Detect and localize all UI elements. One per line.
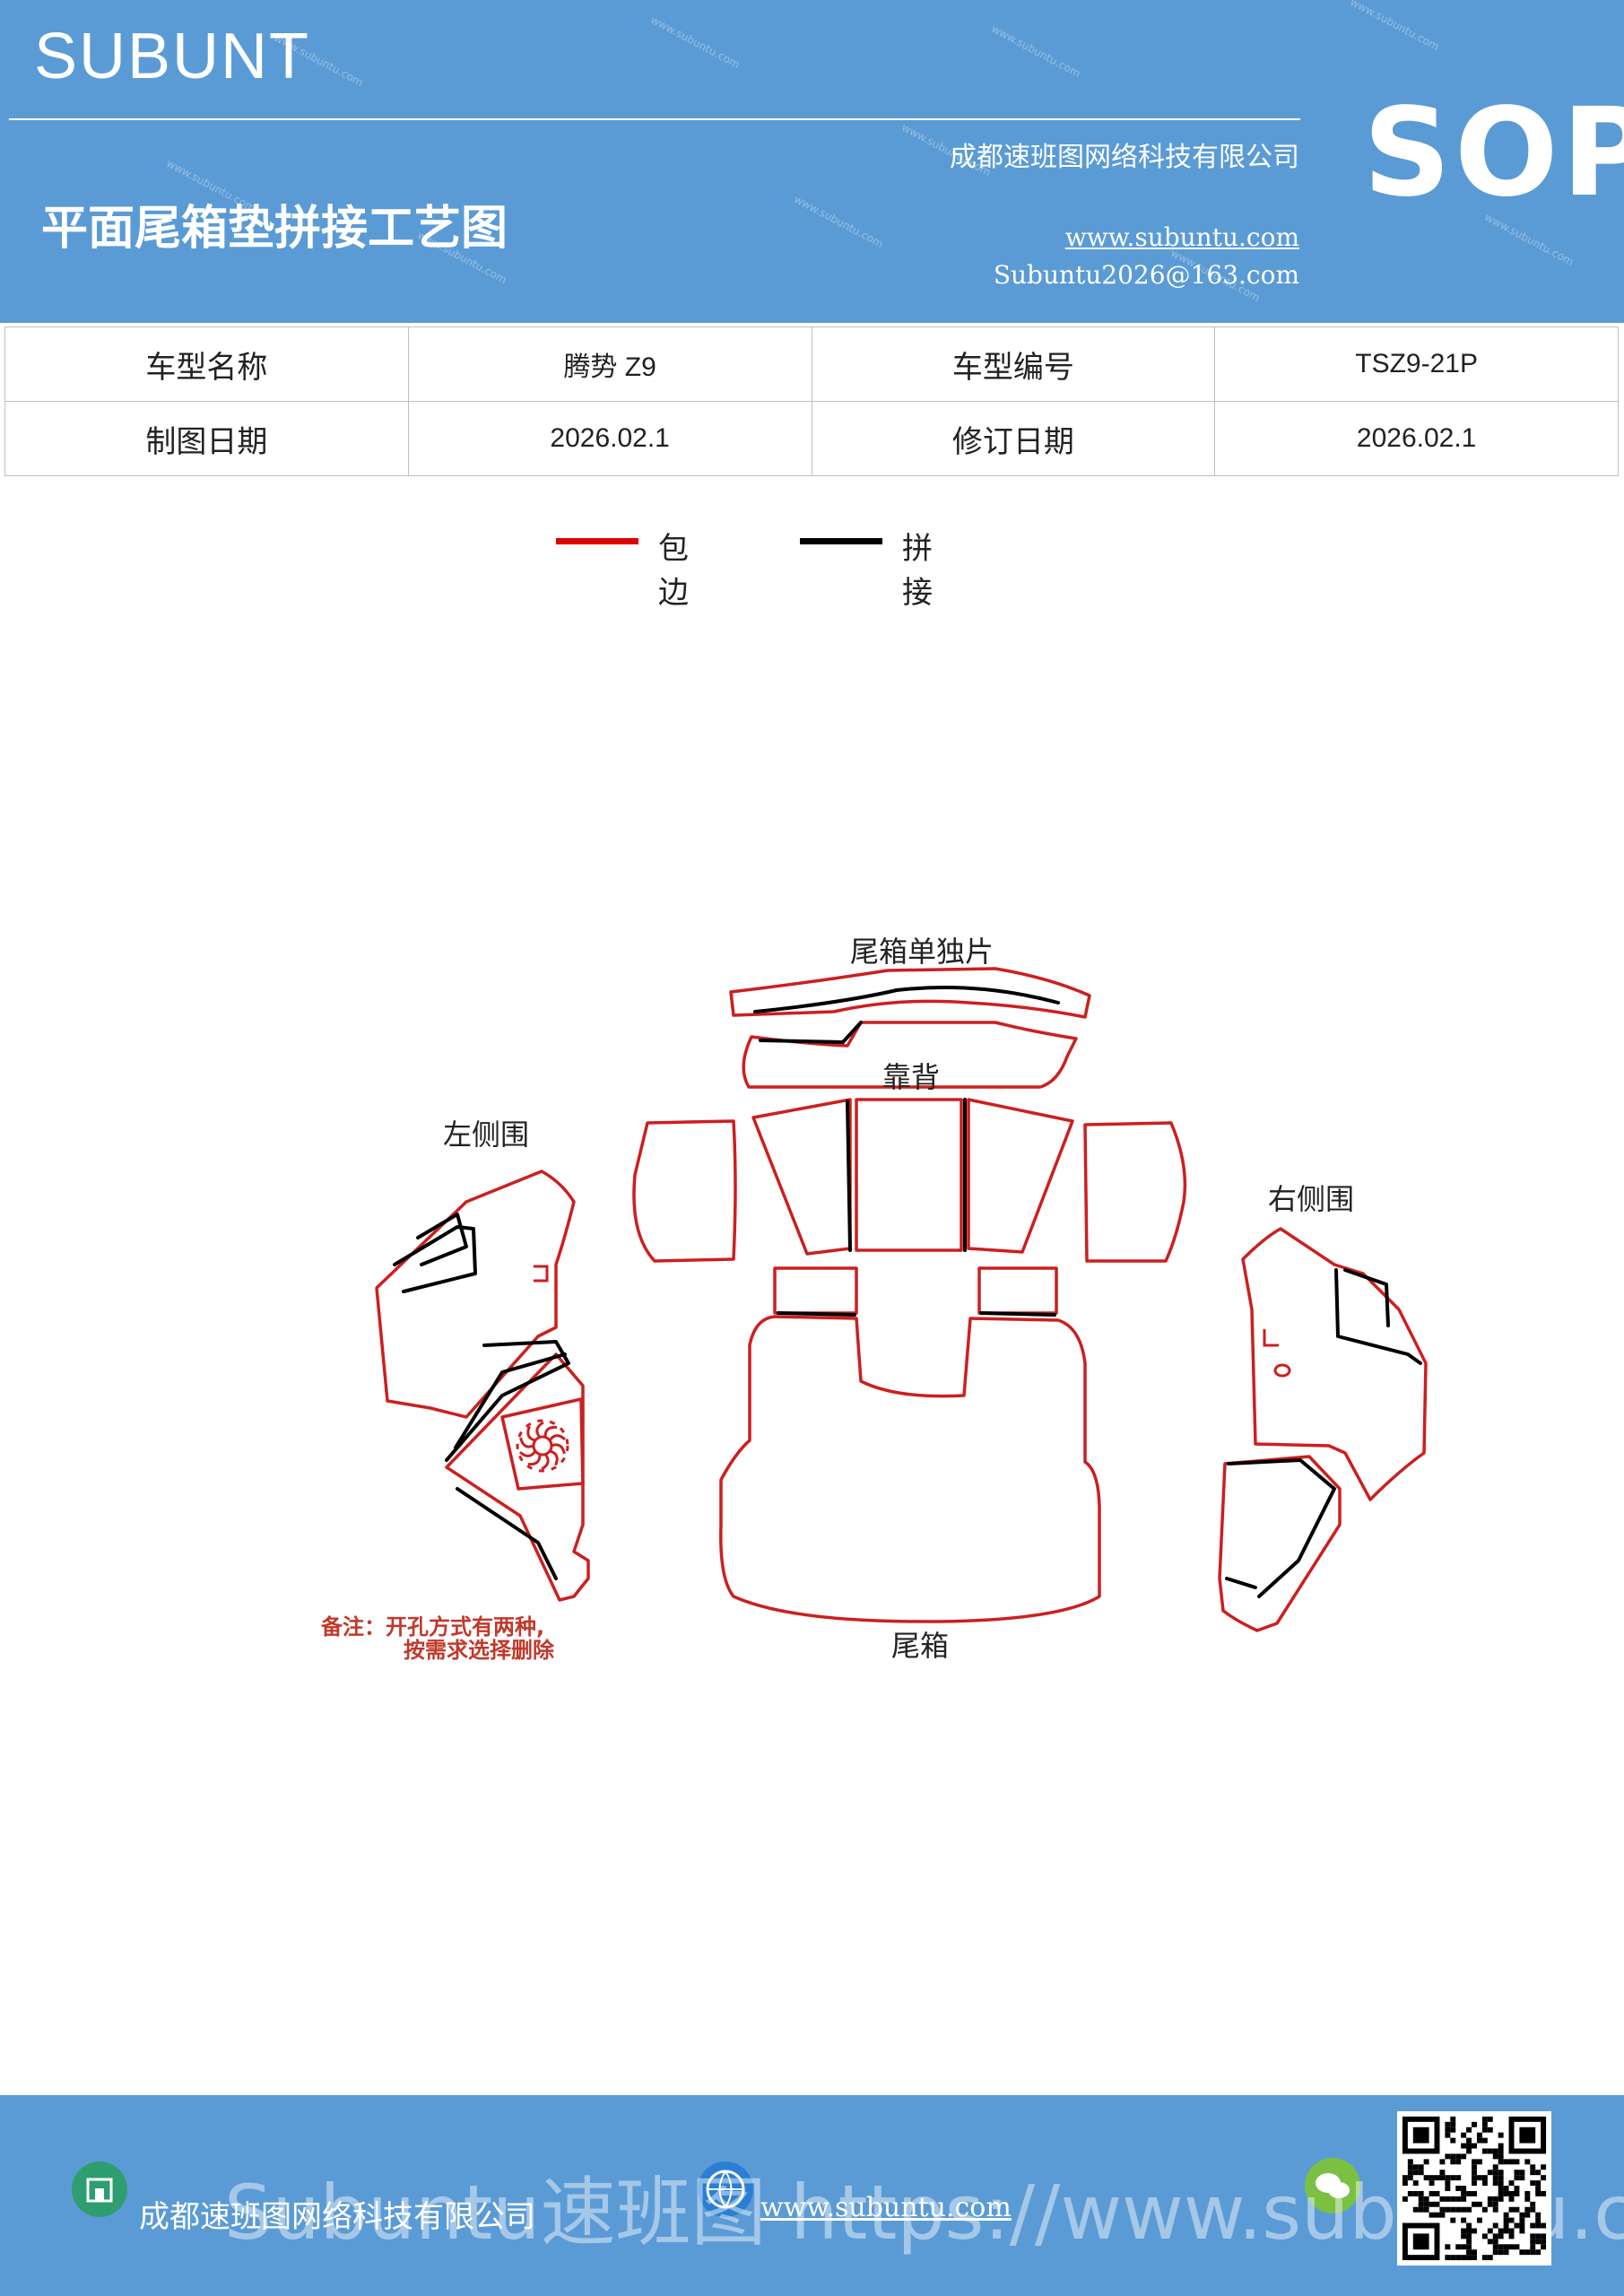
fan-blade <box>541 1453 550 1471</box>
website-link[interactable]: www.subuntu.com <box>1064 222 1299 252</box>
label-backrest: 靠背 <box>882 1060 940 1094</box>
seam-right-a <box>1334 1268 1422 1365</box>
fan-blade <box>526 1425 536 1442</box>
seam-right-d <box>1225 1577 1257 1589</box>
note-line-1: 备注：开孔方式有两种, <box>320 1614 544 1639</box>
seam-left-b <box>416 1213 468 1266</box>
backrest-right <box>967 1098 1074 1254</box>
left-fan-panel <box>500 1397 585 1491</box>
footer-watermark: Subuntu速班图 https://www.subuntu.com <box>224 2169 1624 2257</box>
single-piece-top <box>729 967 1091 1019</box>
model-code-label: 车型编号 <box>811 326 1216 402</box>
footer-banner: 成都速班图网络科技有限公司 www.subuntu.com Subuntu速班图… <box>0 2095 1624 2296</box>
fan-blade <box>518 1450 537 1457</box>
model-code-value: TSZ9-21P <box>1214 326 1619 402</box>
seam-right-c <box>1227 1458 1336 1598</box>
wechat-icon <box>1305 2158 1360 2213</box>
revise-date-label: 修订日期 <box>811 401 1216 476</box>
header-divider <box>9 118 1300 120</box>
model-name-label: 车型名称 <box>4 326 409 402</box>
seam-left-e <box>456 1487 558 1580</box>
seam-left-c <box>445 1340 570 1462</box>
left-slot-hole <box>534 1265 549 1283</box>
left-wing-panel <box>632 1119 737 1263</box>
seam-strip-right <box>979 1311 1056 1317</box>
right-slot-hole <box>1263 1329 1279 1347</box>
seam-strip-left <box>777 1311 856 1317</box>
model-name-value: 腾势 Z9 <box>407 326 812 402</box>
right-side-outer <box>1241 1227 1428 1501</box>
vehicle-info-table: 车型名称 腾势 Z9 车型编号 TSZ9-21P 制图日期 2026.02.1 … <box>4 326 1619 476</box>
seam-single-lower <box>759 1021 863 1044</box>
seam-left-a <box>393 1225 477 1293</box>
seam-single-piece <box>753 986 1060 1013</box>
edge-line-swatch <box>556 538 638 544</box>
single-piece-lower <box>742 1021 1078 1089</box>
right-round-hole <box>1273 1363 1291 1378</box>
building-icon <box>72 2161 127 2217</box>
label-left-side: 左侧围 <box>443 1118 529 1152</box>
fan-cutout-icon <box>516 1419 569 1473</box>
table-row: 制图日期 2026.02.1 修订日期 2026.02.1 <box>4 401 1619 476</box>
fan-blade <box>548 1434 567 1441</box>
document-title: 平面尾箱垫拼接工艺图 <box>41 202 508 256</box>
draw-date-value: 2026.02.1 <box>407 401 812 476</box>
draw-date-label: 制图日期 <box>4 401 409 476</box>
fan-blade <box>535 1421 544 1439</box>
left-side-lower <box>445 1352 590 1602</box>
qr-code[interactable] <box>1397 2111 1551 2266</box>
strip-right <box>977 1266 1058 1315</box>
strip-left <box>773 1266 858 1315</box>
seam-line-swatch <box>800 538 882 544</box>
company-name: 成都速班图网络科技有限公司 <box>950 142 1299 173</box>
left-side-outer <box>375 1170 576 1419</box>
footer-website-link[interactable]: www.subuntu.com <box>760 2192 1012 2223</box>
note-line-2: 按需求选择删除 <box>404 1638 555 1663</box>
fan-blade <box>519 1437 534 1448</box>
label-single-piece: 尾箱单独片 <box>850 935 994 969</box>
backrest-center <box>855 1098 963 1252</box>
seam-right-b <box>1343 1268 1390 1327</box>
header-banner: SUBUNT 平面尾箱垫拼接工艺图 成都速班图网络科技有限公司 www.subu… <box>0 0 1624 323</box>
right-wing-panel <box>1083 1121 1187 1263</box>
revise-date-value: 2026.02.1 <box>1214 401 1619 476</box>
legend-label: 包边 <box>658 531 689 611</box>
footer-company: 成都速班图网络科技有限公司 <box>139 2199 535 2235</box>
fan-blade <box>543 1425 558 1438</box>
table-row: 车型名称 腾势 Z9 车型编号 TSZ9-21P <box>4 326 1619 402</box>
right-side-lower <box>1218 1455 1342 1632</box>
globe-icon <box>698 2161 753 2217</box>
label-right-side: 右侧围 <box>1268 1182 1354 1216</box>
backrest-left <box>751 1098 852 1256</box>
trunk-floor <box>719 1315 1101 1623</box>
email-address: Subuntu2026@163.com <box>993 260 1299 290</box>
fan-blade <box>527 1454 542 1466</box>
fan-blade <box>549 1449 559 1466</box>
brand-logo: SUBUNT <box>34 21 311 92</box>
legend-label: 拼接 <box>902 531 933 611</box>
seam-backrest-left <box>846 1100 852 1252</box>
fan-blade <box>551 1443 566 1455</box>
sop-badge: SOP <box>1363 83 1624 224</box>
seam-left-d <box>454 1352 567 1449</box>
label-trunk: 尾箱 <box>891 1629 949 1663</box>
